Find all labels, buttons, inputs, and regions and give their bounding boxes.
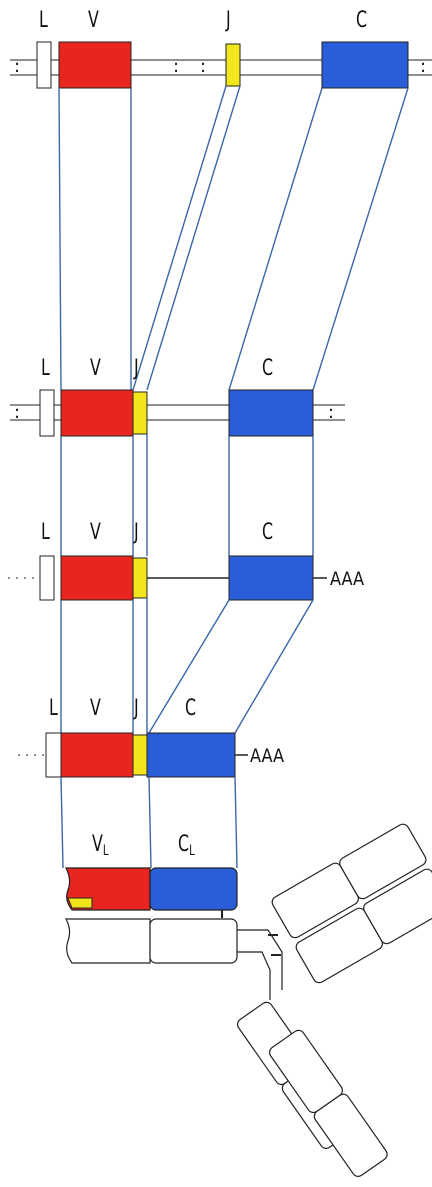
j-label: J (226, 8, 231, 33)
c-label: C (262, 520, 274, 545)
leader-segment (36, 41, 52, 89)
break-marker: : (328, 402, 334, 423)
c-label: C (262, 356, 274, 381)
fc-region-chain-b (268, 1029, 388, 1177)
mrna-row (18, 732, 248, 778)
hinge-region (237, 929, 283, 990)
leader-segment (39, 389, 55, 437)
splicing-connectors (60, 598, 314, 734)
heavy-chain-v-domain (64, 918, 151, 964)
c-label: C (185, 696, 197, 721)
v-segment (60, 389, 134, 437)
break-marker: : (200, 56, 206, 77)
v-segment (60, 732, 134, 778)
v-segment (58, 41, 132, 89)
j-label: J (134, 696, 139, 721)
break-marker: : (14, 402, 20, 423)
v-segment (60, 555, 134, 601)
v-label: V (88, 8, 99, 33)
c-segment (146, 732, 236, 778)
j-segment (225, 43, 241, 87)
j-segment (132, 557, 148, 599)
translation-connectors (60, 776, 238, 869)
leader-label: L (39, 8, 48, 33)
primary-transcript-row (8, 555, 327, 601)
break-marker: : (420, 56, 426, 77)
light-chain-c-domain (149, 867, 238, 911)
light-chain-c-label: CL (178, 832, 195, 859)
v-label: V (90, 520, 101, 545)
light-chain-j-region (67, 897, 93, 909)
light-chain-v-label: VL (92, 832, 109, 859)
c-segment (228, 555, 314, 601)
break-marker: : (14, 56, 20, 77)
heavy-chain-c-domain (149, 918, 238, 964)
germline-dna-row: : : : : (10, 41, 432, 89)
v-label: V (90, 696, 101, 721)
leader-segment (45, 732, 62, 778)
j-label: J (134, 520, 139, 545)
leader-segment (39, 555, 55, 601)
rearrangement-connectors (58, 85, 409, 391)
j-segment (132, 391, 148, 435)
fab-arm-heavy (295, 868, 432, 984)
transcription-connectors (60, 434, 314, 556)
poly-a-tail: AAA (330, 568, 365, 590)
leader-label: L (41, 356, 50, 381)
fab-arm-light (271, 823, 427, 939)
v-label: V (90, 356, 101, 381)
j-segment (132, 734, 148, 776)
c-label: C (356, 8, 368, 33)
antibody-protein (64, 823, 432, 1177)
rearranged-dna-row: : : (10, 389, 345, 437)
leader-label: L (41, 520, 50, 545)
c-segment (228, 389, 314, 437)
leader-label: L (49, 696, 58, 721)
j-label: J (134, 356, 139, 381)
c-segment (321, 41, 409, 89)
poly-a-tail: AAA (250, 745, 285, 767)
break-marker: : (173, 56, 179, 77)
